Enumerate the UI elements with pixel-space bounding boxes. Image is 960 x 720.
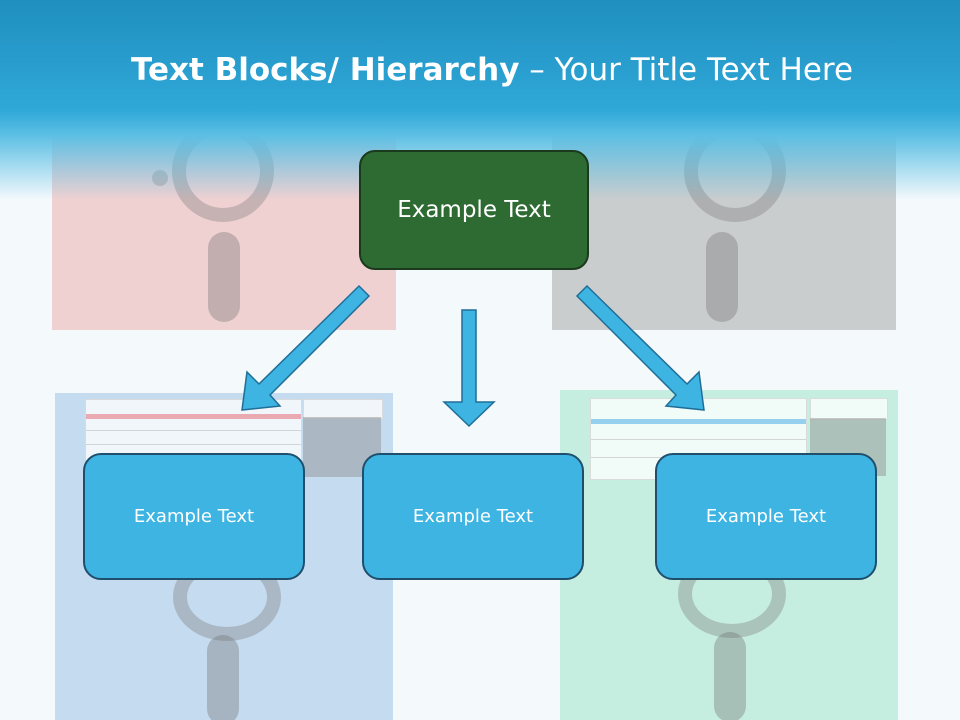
title-bold: Text Blocks/ Hierarchy	[130, 52, 520, 88]
hierarchy-node-left-label: Example Text	[133, 506, 255, 527]
title-rest: – Your Title Text Here	[519, 52, 854, 88]
hierarchy-node-top-label: Example Text	[397, 197, 551, 223]
hierarchy-node-left[interactable]: Example Text	[83, 453, 305, 580]
arrow-center	[442, 309, 496, 428]
arrow-left	[241, 284, 371, 411]
hierarchy-node-top[interactable]: Example Text	[359, 150, 589, 270]
hierarchy-node-right[interactable]: Example Text	[655, 453, 877, 580]
arrow-right	[575, 284, 705, 411]
hierarchy-node-center[interactable]: Example Text	[362, 453, 584, 580]
hierarchy-node-right-label: Example Text	[705, 506, 827, 527]
slide-title: Text Blocks/ Hierarchy – Your Title Text…	[0, 52, 960, 88]
hierarchy-node-center-label: Example Text	[412, 506, 534, 527]
